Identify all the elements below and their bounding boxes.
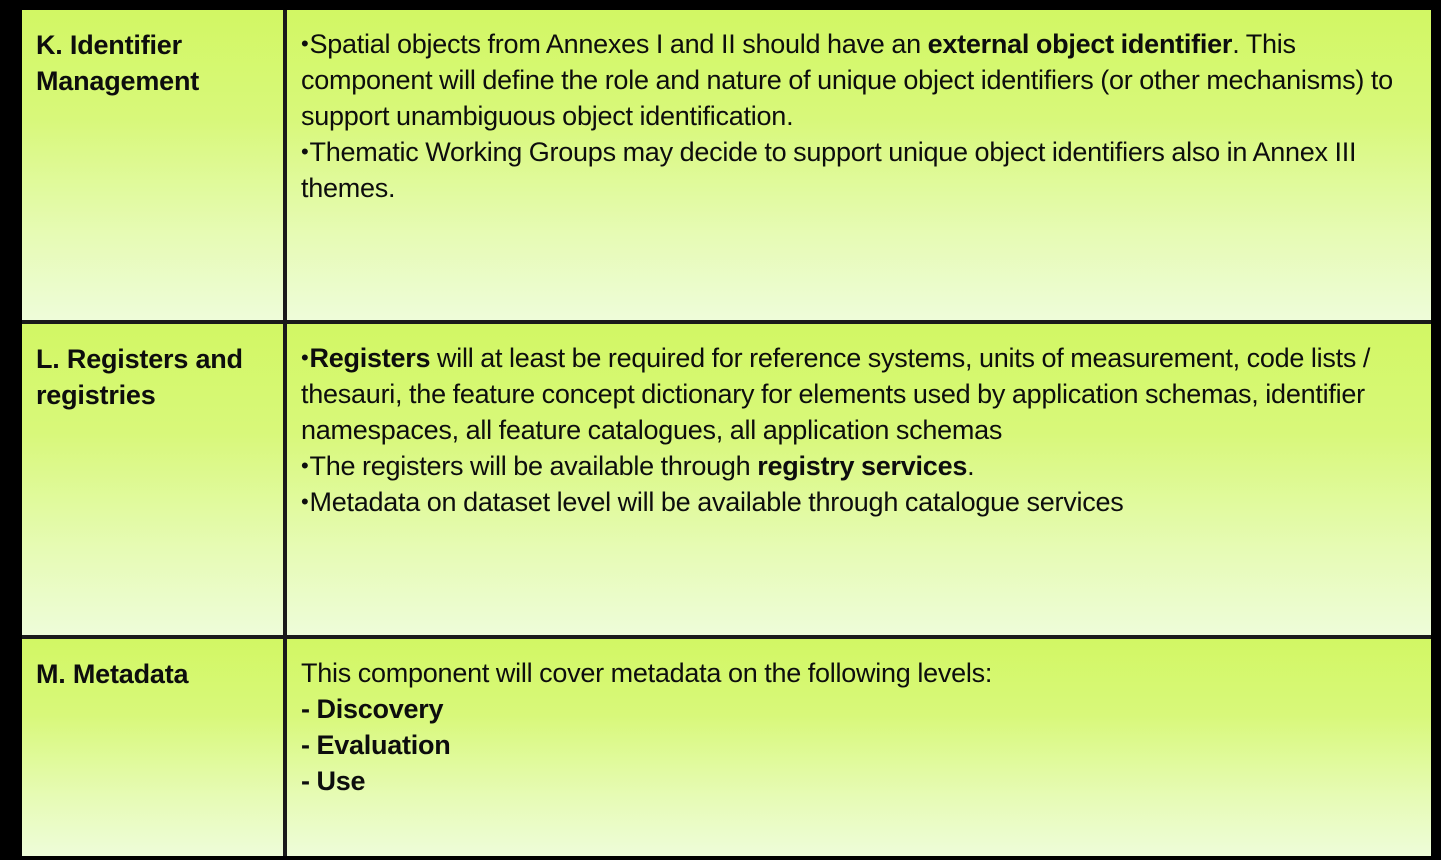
row-label-cell-k: K. Identifier Management bbox=[22, 10, 287, 322]
row-label-l: L. Registers and registries bbox=[36, 342, 273, 413]
bullet-segment: Metadata on dataset level will be availa… bbox=[309, 487, 1124, 518]
table-row: K. Identifier Management Spatial objects… bbox=[22, 10, 1431, 322]
row-label-m: M. Metadata bbox=[36, 657, 273, 693]
level-item-evaluation: - Evaluation bbox=[301, 730, 451, 761]
row-body-cell-k: Spatial objects from Annexes I and II sh… bbox=[285, 10, 1431, 322]
row-intro-text: This component will cover metadata on th… bbox=[301, 658, 993, 688]
row-label-line: registries bbox=[36, 379, 156, 410]
bullet-segment: The registers will be available through bbox=[309, 451, 758, 482]
components-table: K. Identifier Management Spatial objects… bbox=[22, 10, 1431, 856]
table-body: K. Identifier Management Spatial objects… bbox=[22, 10, 1431, 856]
bullet-item: Spatial objects from Annexes I and II sh… bbox=[301, 26, 1423, 134]
row-body-k: Spatial objects from Annexes I and II sh… bbox=[301, 26, 1423, 206]
row-body-l: Registers will at least be required for … bbox=[301, 340, 1423, 520]
table-row: M. Metadata This component will cover me… bbox=[22, 635, 1431, 856]
row-label-cell-l: L. Registers and registries bbox=[22, 320, 287, 637]
row-body-cell-m: This component will cover metadata on th… bbox=[285, 635, 1431, 856]
bullet-segment: Thematic Working Groups may decide to su… bbox=[301, 137, 1357, 204]
level-item-use: - Use bbox=[301, 766, 366, 797]
row-label-line: M. Metadata bbox=[36, 659, 189, 689]
bullet-segment: will at least be required for reference … bbox=[301, 343, 1371, 446]
bullet-item: Registers will at least be required for … bbox=[301, 340, 1423, 448]
bullet-segment: . bbox=[967, 451, 975, 482]
bullet-segment-bold: registry services bbox=[757, 451, 968, 482]
row-body-cell-l: Registers will at least be required for … bbox=[285, 320, 1431, 637]
bullet-segment: . This component will define the role an… bbox=[301, 29, 1393, 132]
bullet-item: Metadata on dataset level will be availa… bbox=[301, 484, 1423, 520]
bullet-item: Thematic Working Groups may decide to su… bbox=[301, 134, 1423, 206]
bullet-item: The registers will be available through … bbox=[301, 448, 1423, 484]
row-label-k: K. Identifier Management bbox=[36, 28, 273, 99]
row-label-line: Management bbox=[36, 65, 200, 96]
row-label-line: K. Identifier bbox=[36, 30, 182, 60]
bullet-segment-bold: external object identifier bbox=[927, 29, 1233, 59]
level-item-discovery: - Discovery bbox=[301, 694, 444, 725]
row-label-line: L. Registers and bbox=[36, 344, 243, 374]
row-label-cell-m: M. Metadata bbox=[22, 635, 287, 856]
row-body-m: This component will cover metadata on th… bbox=[301, 655, 1423, 799]
bullet-segment: Spatial objects from Annexes I and II sh… bbox=[309, 29, 928, 59]
table-row: L. Registers and registries Registers wi… bbox=[22, 320, 1431, 637]
bullet-segment-bold: Registers bbox=[309, 343, 431, 373]
